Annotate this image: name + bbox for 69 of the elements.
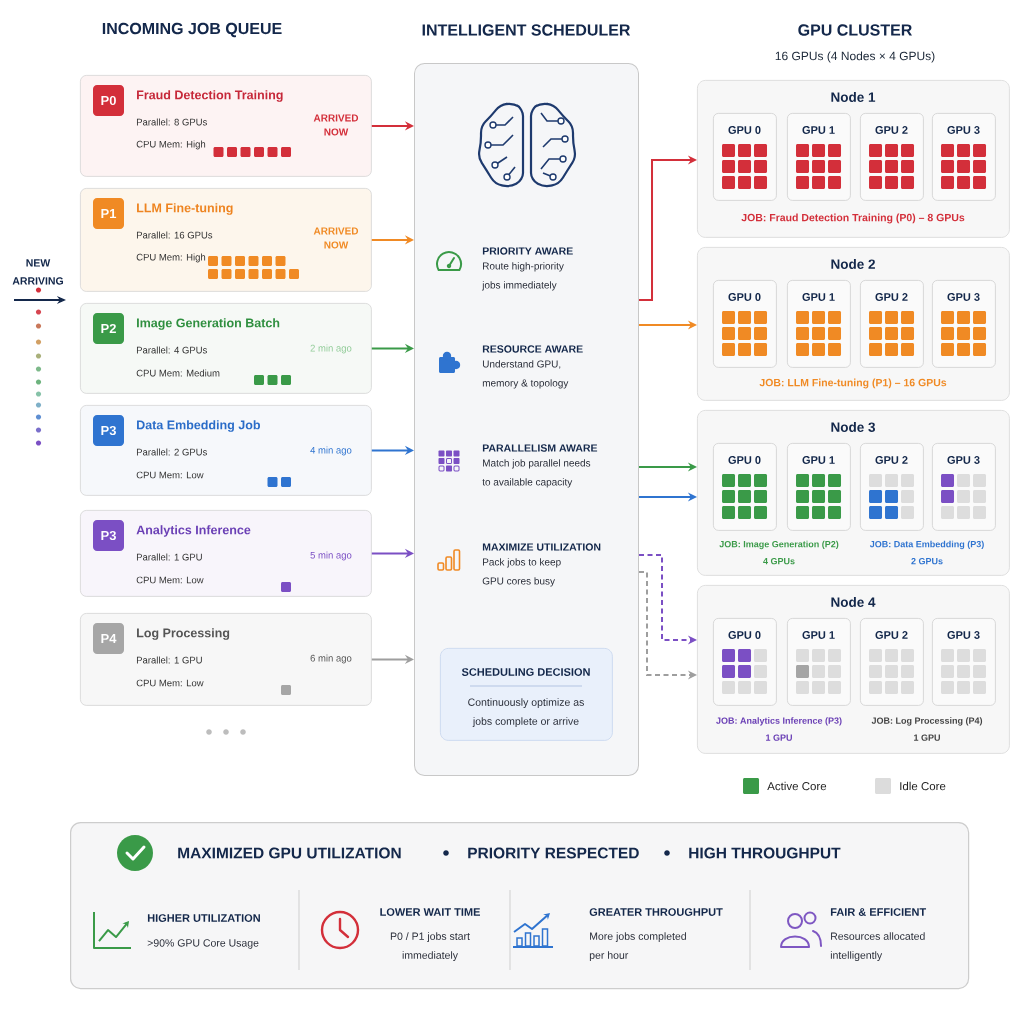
job-detail: Parallel: 4 GPUs bbox=[137, 346, 207, 354]
wait-time: 4 min ago bbox=[310, 446, 352, 456]
column-heading: GPU CLUSTER bbox=[798, 24, 912, 36]
job-title: Image Generation Batch bbox=[137, 318, 280, 330]
subheading: 16 GPUs (4 Nodes × 4 GPUs) bbox=[775, 51, 935, 63]
column-heading: INCOMING JOB QUEUE bbox=[102, 22, 282, 38]
job-detail: CPU Mem: Low bbox=[136, 679, 204, 687]
job-detail: Parallel: 1 GPU bbox=[137, 656, 202, 664]
priority-badge: P3 bbox=[93, 520, 124, 551]
job-detail: CPU Mem: High bbox=[136, 140, 206, 150]
summary-heading: HIGH THROUGHPUT bbox=[689, 847, 841, 859]
job-assignment: JOB: Analytics Inference (P3) 1 GPU bbox=[716, 717, 842, 741]
feature-text: Route high-priority jobs immediately bbox=[481, 262, 564, 291]
job-assignment: JOB: Fraud Detection Training (P0) – 8 GPUs bbox=[741, 213, 965, 224]
priority-badge: P4 bbox=[93, 623, 124, 654]
benefit-heading: LOWER WAIT TIME bbox=[380, 908, 480, 916]
job-detail: Parallel: 16 GPUs bbox=[137, 231, 213, 239]
box-heading: SCHEDULING DECISION bbox=[461, 668, 590, 676]
priority-badge: P1 bbox=[93, 198, 124, 229]
summary-heading: PRIORITY RESPECTED bbox=[468, 847, 639, 859]
job-detail: Parallel: 1 GPU bbox=[137, 553, 202, 561]
job-detail: CPU Mem: Medium bbox=[136, 369, 220, 377]
column-heading: INTELLIGENT SCHEDULER bbox=[422, 24, 631, 36]
feature-heading: RESOURCE AWARE bbox=[482, 345, 583, 353]
node-heading: Node 2 bbox=[831, 259, 875, 269]
benefit-heading: HIGHER UTILIZATION bbox=[147, 914, 260, 922]
benefit-text: More jobs completed per hour bbox=[589, 932, 686, 961]
arrival-status: ARRIVED NOW bbox=[313, 114, 359, 136]
job-assignment: JOB: Data Embedding (P3) 2 GPUs bbox=[869, 540, 984, 565]
priority-badge: P3 bbox=[93, 415, 124, 446]
arrow bbox=[638, 155, 697, 301]
node-heading: Node 1 bbox=[831, 92, 876, 102]
benefit-heading: FAIR & EFFICIENT bbox=[830, 908, 927, 916]
legend-label: Idle Core bbox=[900, 781, 946, 791]
priority-badge: P2 bbox=[93, 313, 124, 344]
summary-heading: MAXIMIZED GPU UTILIZATION bbox=[178, 847, 401, 859]
benefit-heading: GREATER THROUGHPUT bbox=[589, 908, 723, 916]
node-heading: Node 4 bbox=[831, 597, 876, 607]
box-text: Continuously optimize as jobs complete or arrive bbox=[468, 698, 584, 727]
feature-heading: PARALLELISM AWARE bbox=[482, 444, 598, 452]
side-label: NEW ARRIVING bbox=[12, 259, 63, 285]
arrival-status: ARRIVED NOW bbox=[313, 227, 359, 249]
wait-time: 6 min ago bbox=[310, 654, 352, 664]
job-detail: CPU Mem: Low bbox=[136, 471, 204, 479]
job-assignment: JOB: Image Generation (P2) 4 GPUs bbox=[719, 540, 839, 565]
wait-time: 5 min ago bbox=[310, 551, 352, 561]
job-detail: Parallel: 2 GPUs bbox=[137, 448, 207, 456]
job-title: LLM Fine-tuning bbox=[137, 203, 233, 215]
job-title: Fraud Detection Training bbox=[137, 90, 283, 102]
job-assignment: JOB: LLM Fine-tuning (P1) – 16 GPUs bbox=[759, 378, 947, 389]
benefit-text: P0 / P1 jobs start immediately bbox=[390, 932, 470, 961]
wait-time: 2 min ago bbox=[310, 344, 352, 354]
node-heading: Node 3 bbox=[831, 422, 876, 432]
benefit-text: >90% GPU Core Usage bbox=[147, 939, 259, 949]
legend-label: Active Core bbox=[767, 781, 827, 791]
job-title: Data Embedding Job bbox=[137, 420, 260, 432]
job-title: Log Processing bbox=[137, 628, 230, 640]
feature-text: Match job parallel needs to available capacity bbox=[482, 459, 591, 488]
feature-text: Pack jobs to keep GPU cores busy bbox=[482, 558, 561, 587]
benefit-text: Resources allocated intelligently bbox=[830, 932, 925, 961]
priority-badge: P0 bbox=[93, 85, 124, 116]
feature-heading: MAXIMIZE UTILIZATION bbox=[482, 543, 601, 551]
feature-text: Understand GPU, memory & topology bbox=[482, 360, 569, 389]
job-detail: Parallel: 8 GPUs bbox=[137, 118, 207, 126]
feature-heading: PRIORITY AWARE bbox=[482, 247, 573, 255]
job-detail: CPU Mem: Low bbox=[136, 576, 204, 584]
job-title: Analytics Inference bbox=[136, 525, 251, 537]
job-detail: CPU Mem: High bbox=[136, 253, 206, 263]
job-assignment: JOB: Log Processing (P4) 1 GPU bbox=[871, 717, 983, 741]
